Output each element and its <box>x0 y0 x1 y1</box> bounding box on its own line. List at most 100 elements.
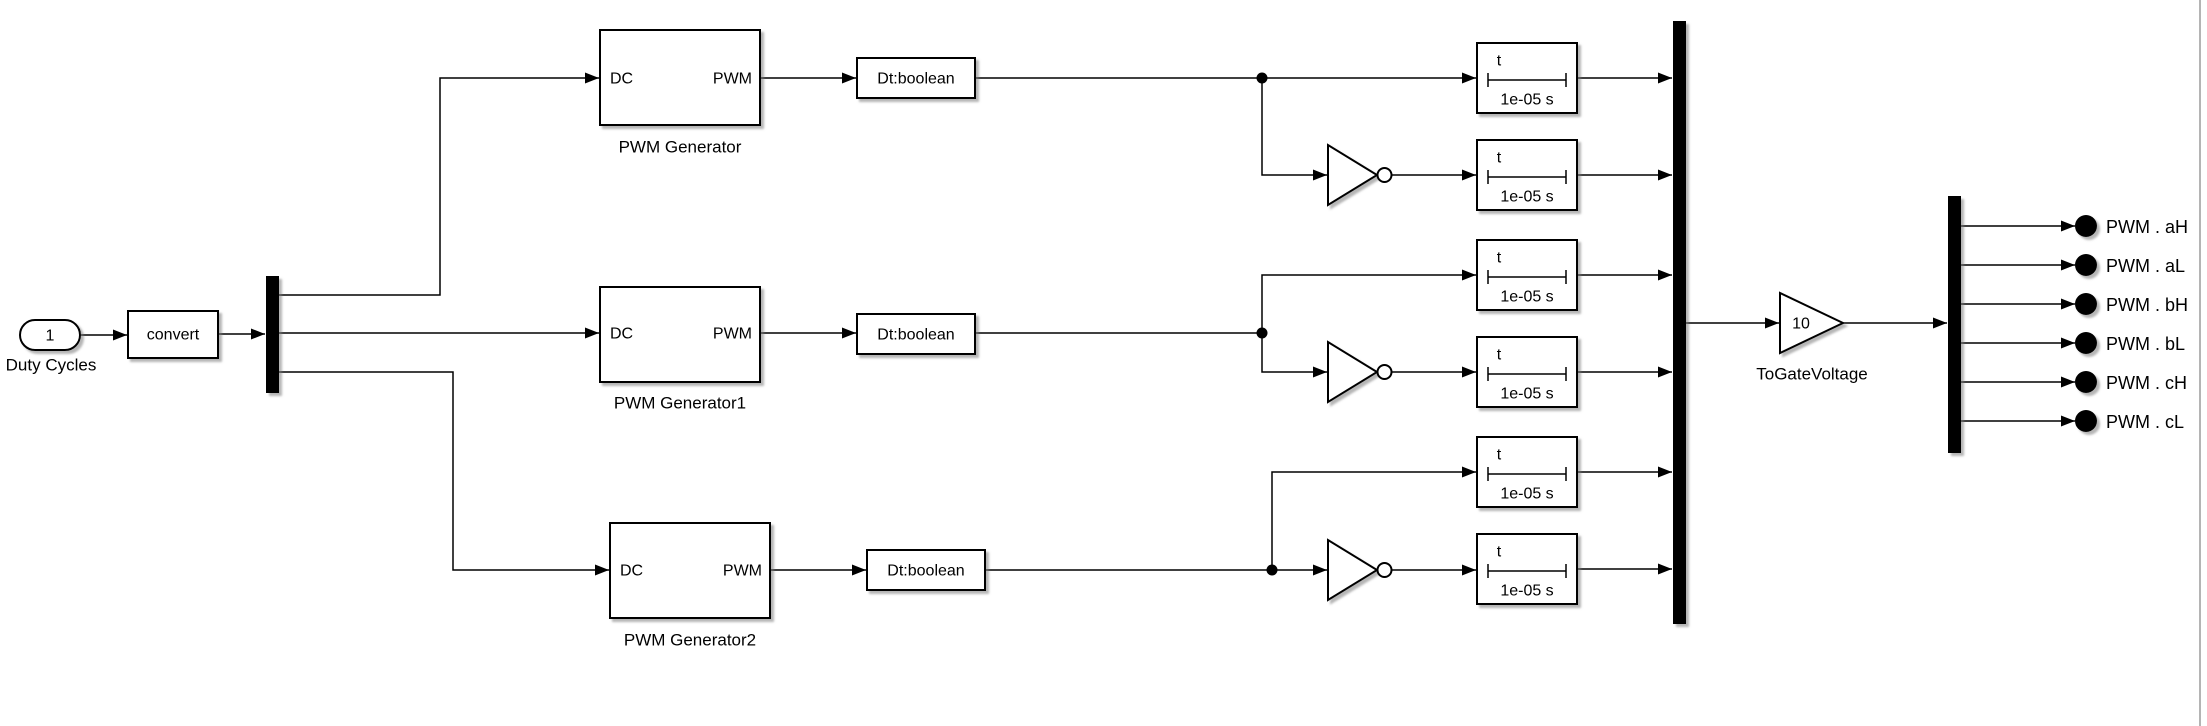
output-terminal-3-label: PWM . bH <box>2106 295 2188 315</box>
pwm-generator-2-inport-label: DC <box>610 326 633 343</box>
output-terminal-5-dot[interactable] <box>2075 371 2097 393</box>
not-gate-3-triangle[interactable] <box>1327 538 1379 602</box>
not-gate-3-bubble <box>1376 562 1393 578</box>
transport-delay-6-time: 1e-05 s <box>1500 583 1553 600</box>
pwm-generator-1-block: DC PWM PWM Generator <box>599 29 761 157</box>
pwm-generator-1-label: PWM Generator <box>619 138 742 157</box>
transport-delay-2-block: t 1e-05 s <box>1476 139 1578 211</box>
inport-number: 1 <box>46 328 55 345</box>
transport-delay-2-body[interactable] <box>1476 139 1578 211</box>
transport-delay-5-body[interactable] <box>1476 436 1578 508</box>
output-terminal-4: PWM . bL <box>2075 332 2185 354</box>
output-terminal-1-dot[interactable] <box>2075 215 2097 237</box>
demux-bar-left[interactable] <box>266 276 279 393</box>
output-terminal-1: PWM . aH <box>2075 215 2188 237</box>
convert-body[interactable] <box>127 310 219 359</box>
not-gate-1-triangle[interactable] <box>1327 143 1379 207</box>
dtype-conversion-1-block: Dt:boolean <box>856 57 976 99</box>
branch-junction-2 <box>1256 327 1268 339</box>
output-terminal-4-dot[interactable] <box>2075 332 2097 354</box>
wire-demux-to-pwmgen3[interactable] <box>279 371 609 576</box>
branch-junction-3 <box>1266 564 1278 576</box>
dtype-conversion-3-body[interactable] <box>866 549 986 591</box>
output-terminal-2-dot[interactable] <box>2075 254 2097 276</box>
output-terminal-1-label: PWM . aH <box>2106 217 2188 237</box>
branch-junction-1 <box>1256 72 1268 84</box>
pwm-generator-1-inport-label: DC <box>610 71 633 88</box>
gain-value: 10 <box>1792 316 1810 333</box>
inport-label: Duty Cycles <box>6 356 97 375</box>
wire-demux-to-pwmgen1[interactable] <box>279 72 599 296</box>
pwm-generator-1-body[interactable] <box>599 29 761 126</box>
dtype-conversion-1-body[interactable] <box>856 57 976 99</box>
inport-block: 1 Duty Cycles <box>6 319 97 375</box>
not-gate-1-bubble <box>1376 167 1393 183</box>
dtype-conversion-1-label: Dt:boolean <box>877 71 954 88</box>
transport-delay-4-body[interactable] <box>1476 336 1578 408</box>
pwm-generator-3-body[interactable] <box>609 522 771 619</box>
transport-delay-2-time: 1e-05 s <box>1500 189 1553 206</box>
gain-block: 10 ToGateVoltage <box>1756 291 1868 384</box>
transport-delay-1-ruler <box>1487 73 1567 87</box>
output-terminal-4-label: PWM . bL <box>2106 334 2185 354</box>
inport-oval[interactable] <box>19 319 81 351</box>
not-gate-2-bubble <box>1376 364 1393 380</box>
transport-delay-1-param: t <box>1497 53 1502 70</box>
output-terminal-6-label: PWM . cL <box>2106 412 2184 432</box>
pwm-generator-2-body[interactable] <box>599 286 761 383</box>
output-terminal-5: PWM . cH <box>2075 371 2187 393</box>
not-gate-3 <box>1327 538 1393 602</box>
wire-branch1-to-not1[interactable] <box>1261 78 1327 181</box>
mux-bar[interactable] <box>1673 21 1686 624</box>
output-terminal-6-dot[interactable] <box>2075 410 2097 432</box>
convert-block: convert <box>127 310 219 359</box>
output-terminal-5-label: PWM . cH <box>2106 373 2187 393</box>
transport-delay-3-body[interactable] <box>1476 239 1578 311</box>
transport-delay-4-ruler <box>1487 367 1567 381</box>
transport-delay-5-block: t 1e-05 s <box>1476 436 1578 508</box>
pwm-generator-3-outport-label: PWM <box>723 563 762 580</box>
gain-triangle[interactable] <box>1779 291 1846 355</box>
transport-delay-6-ruler <box>1487 564 1567 578</box>
transport-delay-1-body[interactable] <box>1476 42 1578 114</box>
wire-branch2-to-delay3[interactable] <box>1261 269 1476 333</box>
pwm-generator-2-outport-label: PWM <box>713 326 752 343</box>
transport-delay-6-param: t <box>1497 544 1502 561</box>
pwm-generator-3-inport-label: DC <box>620 563 643 580</box>
dtype-conversion-3-label: Dt:boolean <box>887 563 964 580</box>
transport-delay-3-block: t 1e-05 s <box>1476 239 1578 311</box>
transport-delay-6-body[interactable] <box>1476 533 1578 605</box>
transport-delay-5-time: 1e-05 s <box>1500 486 1553 503</box>
dtype-conversion-2-block: Dt:boolean <box>856 313 976 355</box>
dtype-conversion-2-body[interactable] <box>856 313 976 355</box>
output-terminal-6: PWM . cL <box>2075 410 2184 432</box>
transport-delay-2-ruler <box>1487 170 1567 184</box>
transport-delay-3-ruler <box>1487 270 1567 284</box>
transport-delay-3-time: 1e-05 s <box>1500 289 1553 306</box>
transport-delay-1-block: t 1e-05 s <box>1476 42 1578 114</box>
not-gate-2-triangle[interactable] <box>1327 340 1379 404</box>
output-terminal-2: PWM . aL <box>2075 254 2185 276</box>
transport-delay-3-param: t <box>1497 250 1502 267</box>
not-gate-2 <box>1327 340 1393 404</box>
pwm-generator-3-label: PWM Generator2 <box>624 631 756 650</box>
wire-branch3-to-delay5[interactable] <box>1271 466 1476 570</box>
not-gate-1 <box>1327 143 1393 207</box>
output-terminal-2-label: PWM . aL <box>2106 256 2185 276</box>
dtype-conversion-2-label: Dt:boolean <box>877 327 954 344</box>
transport-delay-4-param: t <box>1497 347 1502 364</box>
wire-branch2-to-not2[interactable] <box>1261 333 1327 378</box>
transport-delay-4-time: 1e-05 s <box>1500 386 1553 403</box>
transport-delay-4-block: t 1e-05 s <box>1476 336 1578 408</box>
pwm-generator-2-block: DC PWM PWM Generator1 <box>599 286 761 413</box>
pwm-generator-1-outport-label: PWM <box>713 71 752 88</box>
demux-bar-right[interactable] <box>1948 196 1961 453</box>
output-terminal-3-dot[interactable] <box>2075 293 2097 315</box>
dtype-conversion-3-block: Dt:boolean <box>866 549 986 591</box>
pwm-generator-2-label: PWM Generator1 <box>614 394 746 413</box>
transport-delay-5-ruler <box>1487 467 1567 481</box>
transport-delay-1-time: 1e-05 s <box>1500 92 1553 109</box>
transport-delay-2-param: t <box>1497 150 1502 167</box>
transport-delay-5-param: t <box>1497 447 1502 464</box>
